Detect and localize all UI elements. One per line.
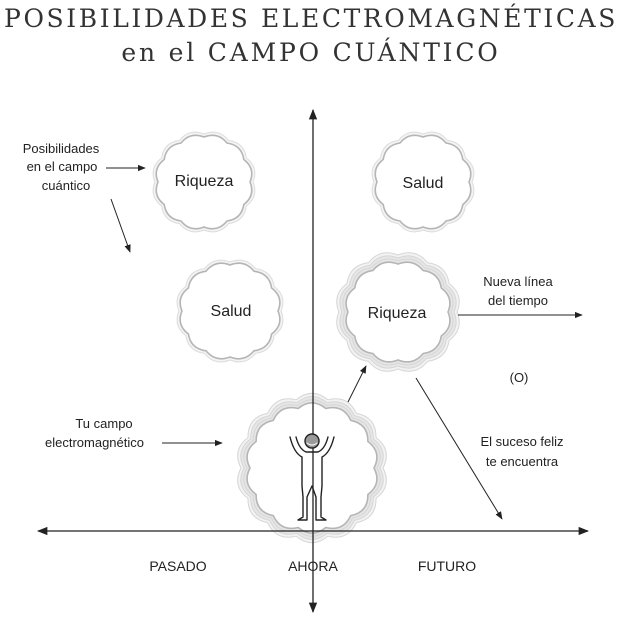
new-timeline-label-line-2: del tiempo: [488, 293, 548, 308]
cloud-electromagnetic-field: [237, 392, 387, 544]
cloud-riqueza-top: [152, 131, 256, 233]
axis-label-past: PASADO: [149, 558, 206, 574]
event-label-line-2: te encuentra: [486, 454, 559, 469]
possibilities-down-arrow: [110, 198, 131, 253]
cloud-label-riqueza-new: Riqueza: [368, 305, 427, 322]
cloud-riqueza-new: [336, 252, 460, 372]
cloud-label-riqueza-top: Riqueza: [175, 173, 234, 190]
possibilities-label-line-2: en el campo: [27, 159, 98, 174]
possibilities-label-line-1: Posibilidades: [23, 141, 100, 156]
diagram-title-line-2: en el CAMPO CUÁNTICO: [121, 38, 501, 67]
possibilities-label-line-3: cuántico: [42, 178, 90, 193]
cloud-salud-left: [176, 259, 284, 363]
or-label: (O): [510, 370, 529, 385]
new-timeline-label-line-1: Nueva línea: [483, 274, 553, 289]
person-arms-raised-icon: [289, 433, 335, 521]
event-label-line-1: El suceso feliz: [480, 434, 563, 449]
field-label-line-1: Tu campo: [75, 416, 132, 431]
cloud-label-salud-left: Salud: [211, 303, 252, 320]
cloud-label-salud-top: Salud: [403, 175, 444, 192]
cloud-salud-top: [371, 131, 475, 233]
person-to-riqueza-arrow: [347, 365, 367, 403]
diagram-title-line-1: POSIBILIDADES ELECTROMAGNÉTICAS: [4, 4, 618, 33]
axis-label-future: FUTURO: [418, 558, 476, 574]
field-label-line-2: electromagnético: [45, 435, 144, 450]
axis-label-now: AHORA: [288, 558, 338, 574]
event-arrow: [415, 377, 503, 520]
